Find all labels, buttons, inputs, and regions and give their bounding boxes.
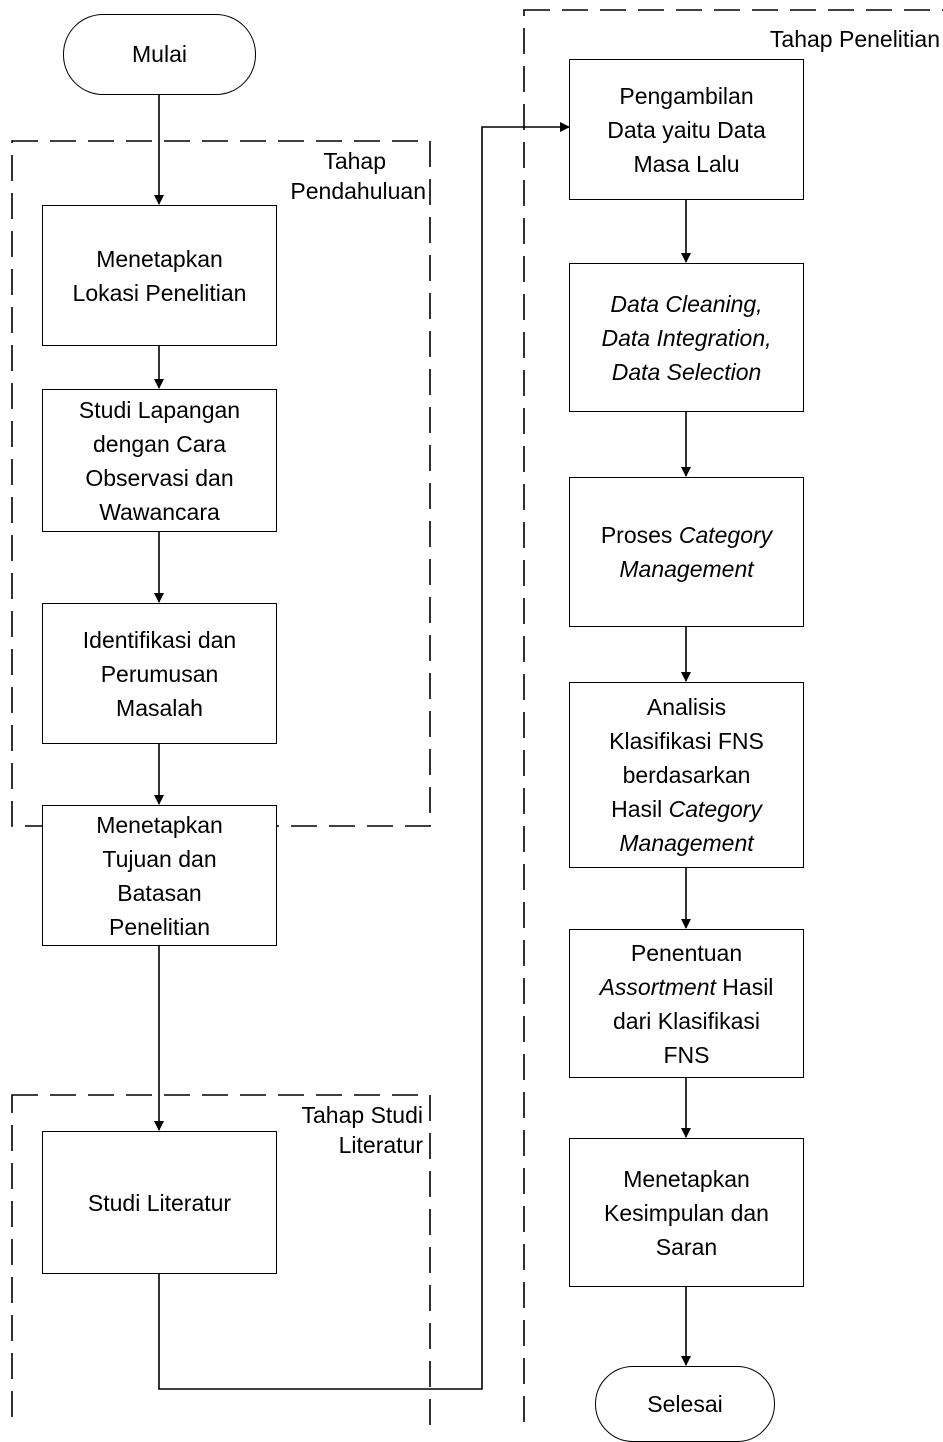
step-studi-literatur: Studi Literatur xyxy=(42,1131,277,1274)
step-text-line: Assortment Hasil xyxy=(600,970,774,1004)
step-text-line: Lokasi Penelitian xyxy=(72,279,247,306)
step-text-line: Wawancara xyxy=(99,498,220,525)
step-text-line: Studi Literatur xyxy=(87,1189,232,1216)
group-label-studi: Tahap Studi Literatur xyxy=(302,1100,423,1160)
step-kesimpulan-saran: Menetapkan Kesimpulan dan Saran xyxy=(569,1138,804,1287)
step-text-line: Data Cleaning, xyxy=(610,290,763,317)
group-label-line: Pendahuluan xyxy=(290,178,426,204)
step-text-part: Hasil xyxy=(715,973,774,1000)
step-analisis-klasifikasi: Analisis Klasifikasi FNS berdasarkan Has… xyxy=(569,682,804,868)
step-text-line: Saran xyxy=(655,1233,718,1260)
group-label-line: Tahap Studi xyxy=(301,1102,423,1128)
step-text-part: Category xyxy=(668,796,762,822)
step-text-line: Menetapkan xyxy=(623,1165,750,1192)
step-text-part: Hasil xyxy=(611,796,669,822)
group-label-pendahuluan: Tahap Pendahuluan xyxy=(290,146,426,206)
step-identifikasi-masalah: Identifikasi dan Perumusan Masalah xyxy=(42,603,277,744)
group-frame-penelitian xyxy=(523,9,943,1427)
end-terminator: Selesai xyxy=(595,1366,775,1442)
step-text-line: Penelitian xyxy=(108,913,211,940)
step-text-line: Data Selection xyxy=(611,358,762,385)
step-menetapkan-lokasi: Menetapkan Lokasi Penelitian xyxy=(42,205,277,346)
step-text-line: dari Klasifikasi xyxy=(613,1007,760,1034)
step-text-line: Tujuan dan xyxy=(102,845,217,872)
step-text-line: Identifikasi dan xyxy=(82,626,237,653)
step-text-line: Kesimpulan dan xyxy=(604,1199,769,1226)
group-frame-studi xyxy=(11,1094,431,1427)
step-text-line: Management xyxy=(619,830,754,856)
step-tujuan-batasan: Menetapkan Tujuan dan Batasan Penelitian xyxy=(42,805,277,946)
step-text-line: Analisis xyxy=(646,694,727,720)
start-label: Mulai xyxy=(132,41,187,67)
step-text-line: Observasi dan xyxy=(85,464,234,491)
step-text-line: Masa Lalu xyxy=(633,150,740,177)
step-text-line: Masalah xyxy=(116,694,203,721)
step-text-line: Klasifikasi FNS xyxy=(609,728,764,754)
step-text-line: Menetapkan xyxy=(96,811,223,838)
step-text-part: Assortment xyxy=(599,973,716,1000)
group-label-line: Tahap Penelitian xyxy=(769,26,940,52)
step-text-line: Proses Category xyxy=(601,518,772,552)
step-text-line: Perumusan xyxy=(100,660,219,687)
step-text-line: Penentuan xyxy=(630,939,743,966)
step-data-cleaning: Data Cleaning, Data Integration, Data Se… xyxy=(569,263,804,412)
step-text-line: Hasil Category xyxy=(609,792,764,826)
step-pengambilan-data: Pengambilan Data yaitu Data Masa Lalu xyxy=(569,59,804,200)
end-label: Selesai xyxy=(647,1390,723,1417)
start-terminator: Mulai xyxy=(63,14,256,95)
step-text-line: Menetapkan xyxy=(96,245,223,272)
step-text-line: Pengambilan xyxy=(619,82,754,109)
step-text-line: Data yaitu Data xyxy=(607,116,766,143)
step-text-line: Data Integration, xyxy=(601,324,772,351)
step-proses-category-management: Proses Category Management xyxy=(569,477,804,627)
step-text-line: Management xyxy=(619,556,754,582)
arrow-literatur-pengambilan xyxy=(158,122,570,1390)
group-label-line: Tahap xyxy=(323,148,386,174)
step-text-line: Studi Lapangan xyxy=(78,396,241,423)
step-text-part: Category xyxy=(678,522,773,548)
step-text-line: FNS xyxy=(663,1041,710,1068)
group-label-penelitian: Tahap Penelitian xyxy=(770,24,940,54)
step-penentuan-assortment: Penentuan Assortment Hasil dari Klasifik… xyxy=(569,929,804,1078)
step-studi-lapangan: Studi Lapangan dengan Cara Observasi dan… xyxy=(42,389,277,532)
step-text-line: Batasan xyxy=(117,879,202,906)
step-text-part: Proses xyxy=(600,522,679,548)
step-text-line: dengan Cara xyxy=(93,430,226,457)
step-text-line: berdasarkan xyxy=(622,762,751,788)
group-label-line: Literatur xyxy=(338,1132,423,1158)
